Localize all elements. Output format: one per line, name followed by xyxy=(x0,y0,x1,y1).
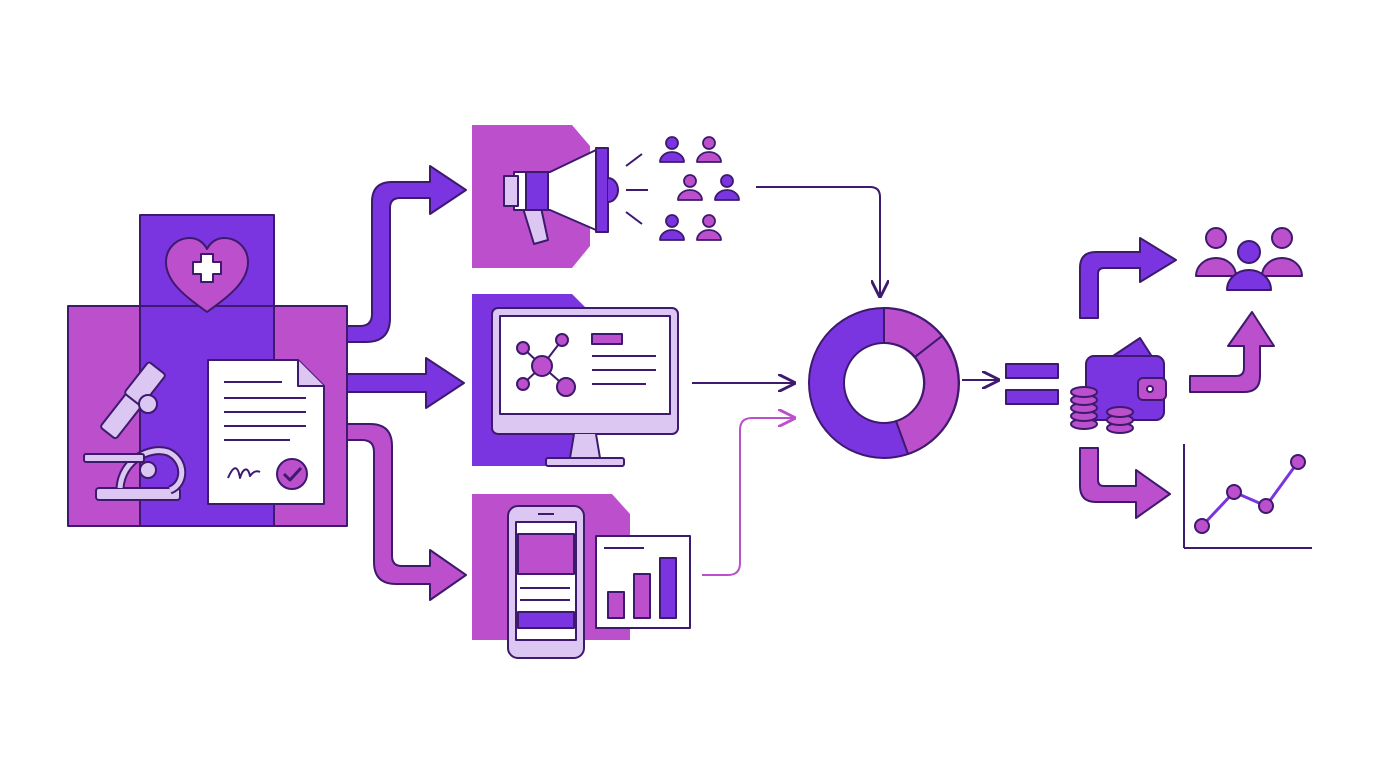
up-arrow-icon xyxy=(1189,311,1275,393)
coin-stack-icon xyxy=(1070,386,1134,434)
donut-hub xyxy=(808,307,960,459)
network-graph-icon xyxy=(516,333,576,397)
smartphone-icon xyxy=(507,505,585,659)
arrow-to-digital xyxy=(346,357,465,409)
outcome-arrows xyxy=(1079,237,1275,519)
arrow-to-people xyxy=(1079,237,1177,319)
wallet-icon xyxy=(1085,337,1167,421)
microscope-icon xyxy=(83,361,187,501)
connector-mobile xyxy=(702,418,794,576)
text-panel-icon xyxy=(591,333,656,385)
line-chart-icon xyxy=(1183,444,1312,549)
marketing-outreach xyxy=(472,125,740,268)
bar-chart-icon xyxy=(595,535,691,629)
signed-document-icon xyxy=(207,359,325,505)
mobile-analytics xyxy=(472,494,691,659)
sound-lines xyxy=(625,153,648,225)
digital-platform xyxy=(472,294,679,467)
audience-group-icon xyxy=(659,136,740,241)
desktop-monitor-icon xyxy=(491,307,679,467)
source-arrows xyxy=(346,165,467,601)
donut-chart-icon xyxy=(808,307,960,459)
connector-marketing xyxy=(756,186,880,296)
heart-plus-icon xyxy=(165,237,249,313)
arrow-to-marketing xyxy=(346,165,467,343)
medical-research-block xyxy=(67,214,348,527)
hub-connectors xyxy=(692,186,880,576)
arrow-to-mobile xyxy=(346,423,467,601)
revenue xyxy=(1005,337,1167,434)
arrow-to-trend xyxy=(1079,447,1171,519)
people-group-icon xyxy=(1195,227,1303,291)
equals-icon xyxy=(1005,363,1059,405)
megaphone-icon xyxy=(503,147,619,245)
